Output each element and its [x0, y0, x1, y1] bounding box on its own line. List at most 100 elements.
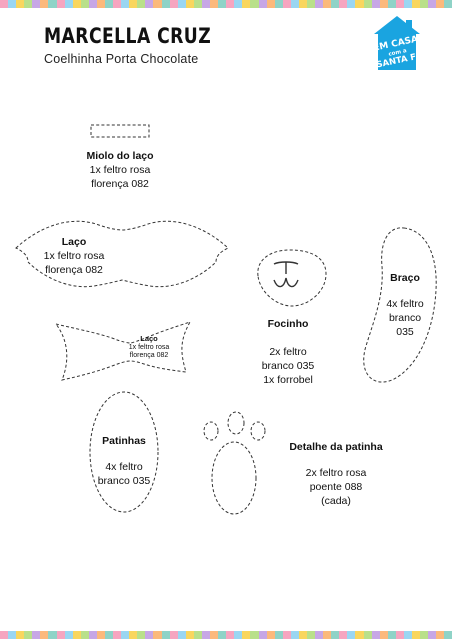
stripe-segment	[121, 631, 130, 639]
focinho-line-1: 2x feltro	[269, 346, 307, 358]
stripe-segment	[96, 631, 106, 639]
stripe-segment	[355, 0, 364, 8]
stripe-segment	[145, 631, 154, 639]
laco-large-line-2: florença 082	[45, 264, 103, 276]
stripe-segment	[234, 631, 243, 639]
stripe-segment	[169, 0, 178, 8]
stripe-segment	[137, 631, 146, 639]
stripe-segment	[210, 631, 219, 639]
stripe-segment	[80, 631, 89, 639]
house-logo-icon	[374, 16, 420, 70]
stripe-segment	[121, 0, 130, 8]
braco-line-1: 4x feltro	[386, 298, 424, 310]
stripe-segment	[0, 0, 9, 8]
laco-small-line-2: florença 082	[129, 352, 169, 359]
stripe-segment	[56, 631, 65, 639]
stripe-segment	[177, 0, 186, 8]
miolo-label: Miolo do laço 1x feltro rosa florença 08…	[70, 149, 170, 191]
stripe-segment	[403, 0, 412, 8]
patinhas-line-1: 4x feltro	[105, 461, 143, 473]
stripe-segment	[24, 0, 33, 8]
laco-small-outline	[54, 321, 192, 381]
stripe-segment	[16, 631, 25, 639]
stripe-segment	[234, 0, 243, 8]
stripe-segment	[411, 0, 421, 8]
stripe-segment	[145, 0, 154, 8]
patinhas-label: Patinhas 4x feltro branco 035	[80, 434, 168, 488]
stripe-segment	[290, 631, 299, 639]
stripe-segment	[298, 631, 307, 639]
top-color-stripe	[0, 0, 452, 8]
stripe-segment	[226, 0, 235, 8]
em-casa-santa-fe-logo: EM CASA com a SANTA FÉ	[373, 16, 423, 70]
stripe-segment	[88, 0, 97, 8]
stripe-segment	[113, 631, 122, 639]
braco-line-2: branco	[388, 312, 422, 324]
stripe-segment	[129, 631, 138, 639]
stripe-segment	[8, 631, 17, 639]
bottom-color-stripe	[0, 631, 452, 639]
detalhe-line-1: 2x feltro rosa	[305, 467, 367, 479]
miolo-name: Miolo do laço	[86, 150, 154, 162]
stripe-segment	[282, 631, 291, 639]
stripe-segment	[88, 631, 97, 639]
stripe-segment	[201, 0, 211, 8]
stripe-segment	[96, 0, 106, 8]
stripe-segment	[161, 0, 170, 8]
stripe-segment	[371, 631, 380, 639]
stripe-segment	[339, 0, 348, 8]
stripe-segment	[105, 0, 114, 8]
stripe-segment	[48, 631, 57, 639]
stripe-segment	[218, 631, 227, 639]
stripe-segment	[298, 0, 307, 8]
laco-large-label: Laço 1x feltro rosa florença 082	[32, 235, 116, 277]
stripe-segment	[339, 631, 348, 639]
stripe-segment	[379, 631, 388, 639]
stripe-segment	[323, 0, 332, 8]
stripe-segment	[56, 0, 65, 8]
stripe-segment	[64, 0, 73, 8]
stripe-segment	[274, 0, 283, 8]
stripe-segment	[0, 631, 9, 639]
laco-large-outline	[15, 220, 229, 288]
stripe-segment	[428, 631, 437, 639]
patinhas-name: Patinhas	[102, 435, 146, 447]
stripe-segment	[379, 0, 388, 8]
stripe-segment	[80, 0, 89, 8]
focinho-outline	[257, 249, 327, 307]
stripe-segment	[218, 0, 227, 8]
stripe-segment	[32, 631, 41, 639]
detalhe-line-2: poente 088	[309, 481, 363, 493]
stripe-segment	[315, 0, 324, 8]
stripe-segment	[444, 0, 452, 8]
stripe-segment	[266, 0, 275, 8]
stripe-segment	[315, 631, 324, 639]
laco-large-name: Laço	[61, 236, 87, 248]
braco-line-3: 035	[396, 326, 414, 338]
stripe-segment	[32, 0, 41, 8]
stripe-segment	[113, 0, 122, 8]
stripe-segment	[226, 631, 235, 639]
stripe-segment	[201, 631, 211, 639]
laco-small-name: Laço	[140, 334, 158, 343]
stripe-segment	[153, 631, 162, 639]
stripe-segment	[24, 631, 33, 639]
stripe-segment	[193, 631, 202, 639]
stripe-segment	[420, 631, 429, 639]
stripe-segment	[444, 631, 452, 639]
stripe-segment	[347, 631, 356, 639]
stripe-segment	[387, 631, 396, 639]
focinho-line-3: 1x forrobel	[263, 374, 313, 386]
stripe-segment	[395, 0, 404, 8]
stripe-segment	[436, 631, 445, 639]
detalhe-line-3: (cada)	[321, 495, 351, 507]
stripe-segment	[250, 0, 259, 8]
toe-left-outline	[203, 421, 219, 441]
sole-outline	[211, 441, 257, 515]
braco-outline	[363, 227, 437, 383]
stripe-segment	[371, 0, 380, 8]
stripe-segment	[72, 631, 81, 639]
mouth-icon	[273, 261, 299, 288]
stripe-segment	[331, 0, 340, 8]
